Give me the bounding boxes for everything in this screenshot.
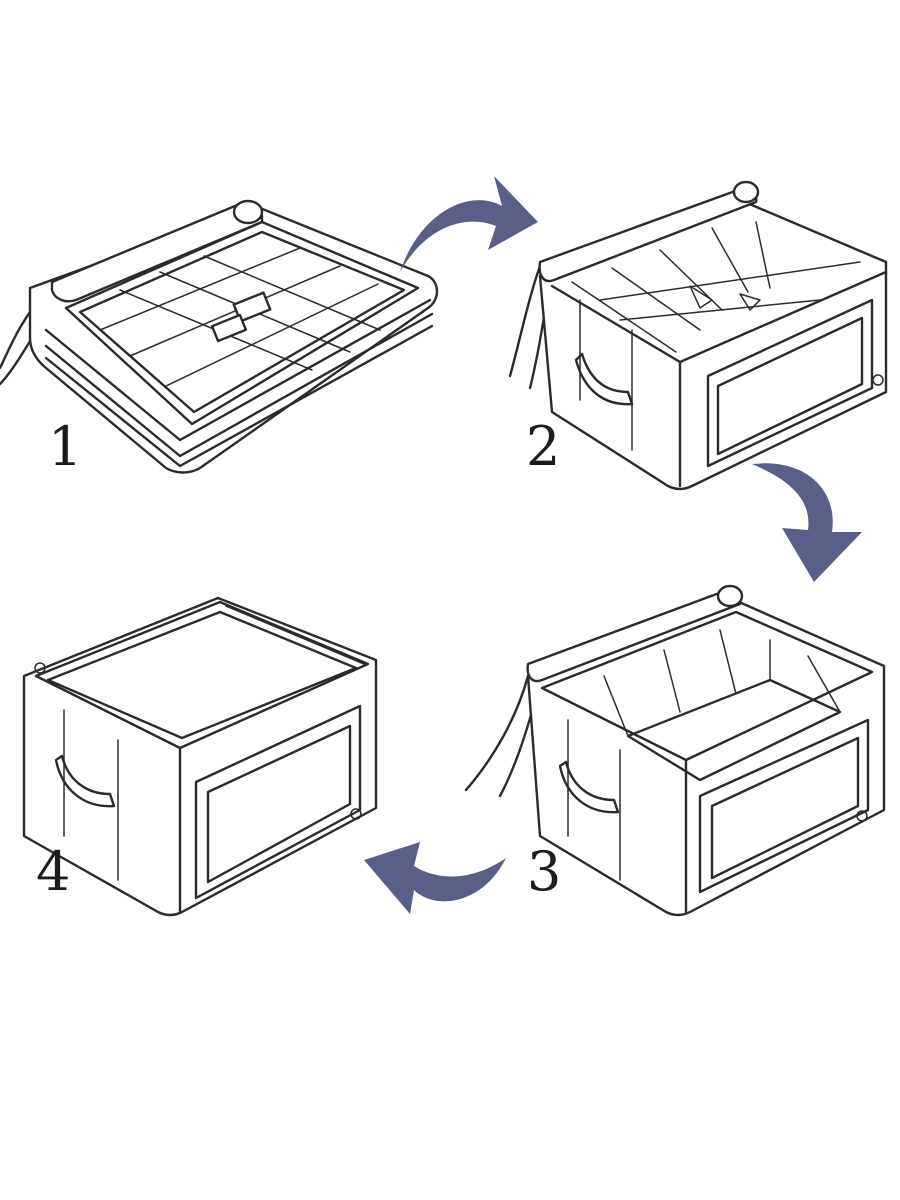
- box-step-1-folded: [0, 199, 439, 474]
- box-step-4-closed: [22, 596, 378, 917]
- step-number-4: 4: [36, 840, 70, 903]
- step-number-2: 2: [526, 415, 560, 478]
- step-number-3: 3: [527, 840, 561, 903]
- box-step-2-unfolding: [508, 180, 888, 491]
- box-step-3-open: [464, 584, 886, 917]
- arrow-2-to-3: [752, 463, 862, 582]
- arrow-3-to-4: [364, 842, 506, 914]
- step-number-1: 1: [48, 415, 82, 478]
- arrow-1-to-2: [400, 176, 538, 272]
